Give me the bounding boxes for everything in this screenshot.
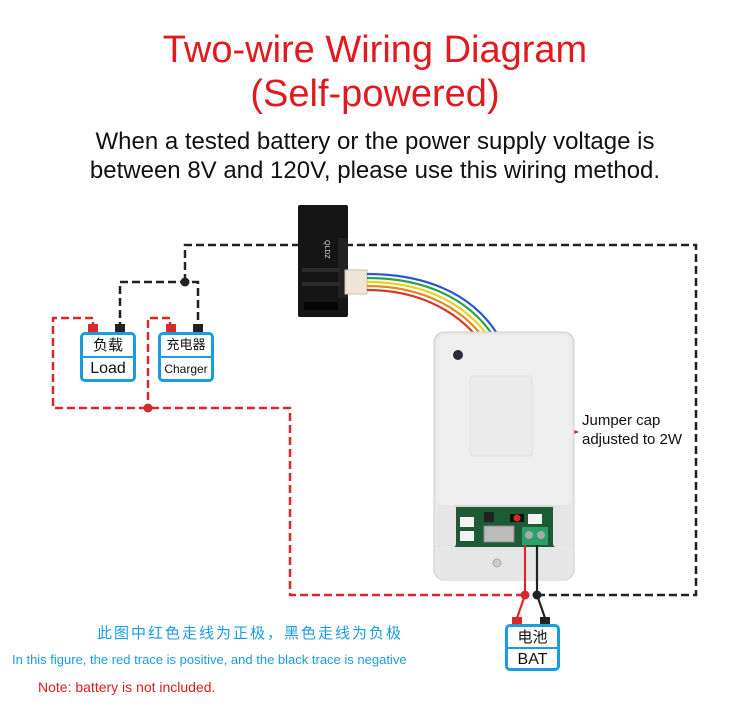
positive-trace-load-to-battery <box>51 316 523 597</box>
negative-trace-load-charger <box>118 280 200 330</box>
sensor-side <box>338 238 348 298</box>
module-screw-hole <box>492 558 502 568</box>
current-sensor: QLDZ <box>298 205 368 317</box>
description-line-2: between 8V and 120V, please use this wir… <box>89 157 661 184</box>
usb-port <box>483 525 515 543</box>
jumper-annotation-line-2: adjusted to 2W <box>582 431 683 448</box>
charger-label-cn: 充电器 <box>161 335 211 358</box>
module-indicator-led <box>453 350 463 360</box>
load-label-box: 负载 Load <box>80 332 136 382</box>
meter-module <box>433 331 575 581</box>
jumper-annotation-line-1: Jumper cap <box>582 412 661 429</box>
jumper-annotation: Jumper cap adjusted to 2W <box>582 411 682 449</box>
positive-junction-battery <box>520 590 530 600</box>
battery-positive-terminal <box>512 617 522 625</box>
negative-junction-top <box>180 277 190 287</box>
charger-negative-terminal <box>193 324 203 332</box>
load-label-en: Load <box>90 360 126 377</box>
charger-label-box: 充电器 Charger <box>158 332 214 382</box>
load-label-cn: 负载 <box>83 335 133 358</box>
page-title: Two-wire Wiring Diagram <box>162 29 588 71</box>
negative-trace <box>118 243 698 597</box>
negative-trace-to-sensor <box>183 243 300 282</box>
battery-negative-terminal <box>540 617 550 625</box>
negative-junction-battery <box>532 590 542 600</box>
negative-trace-sensor-to-battery <box>345 243 698 597</box>
battery-note: Note: battery is not included. <box>38 679 216 695</box>
pcb-button <box>484 512 494 522</box>
legend-english: In this figure, the red trace is positiv… <box>12 652 407 667</box>
positive-junction-left <box>143 403 153 413</box>
sensor-body <box>298 205 348 317</box>
jumper-point <box>513 514 521 522</box>
load-negative-terminal <box>115 324 125 332</box>
battery-label-box: 电池 BAT <box>505 624 560 671</box>
page-title-sub: (Self-powered) <box>250 73 500 115</box>
load-positive-terminal <box>88 324 98 332</box>
description-line-1: When a tested battery or the power suppl… <box>95 128 655 155</box>
module-label-area <box>469 375 533 457</box>
charger-label-en: Charger <box>164 362 208 376</box>
sensor-connector <box>344 269 368 295</box>
battery-label-cn: 电池 <box>508 627 557 649</box>
battery-label-en: BAT <box>517 651 548 668</box>
sensor-marking: QLDZ <box>323 240 330 259</box>
charger-positive-terminal <box>166 324 176 332</box>
legend-chinese: 此图中红色走线为正极，黑色走线为负极 <box>96 624 403 642</box>
